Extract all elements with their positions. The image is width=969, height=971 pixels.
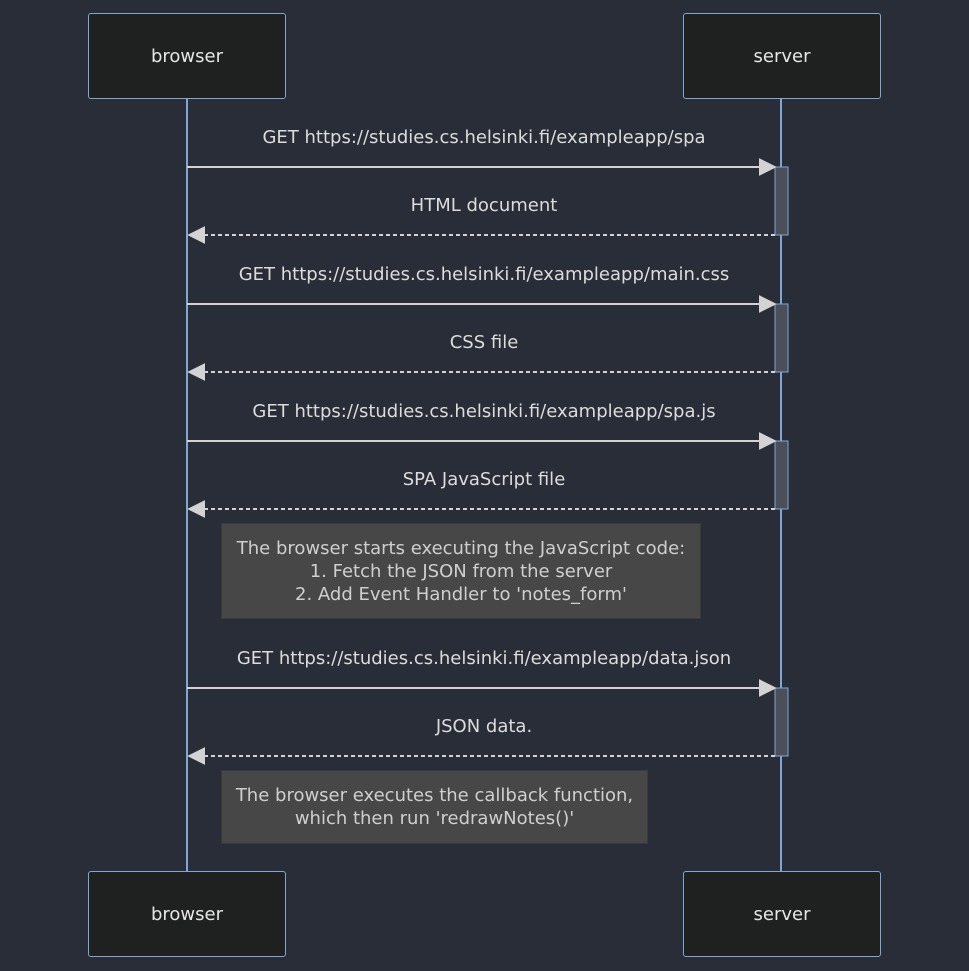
server-activation-bar bbox=[774, 166, 789, 236]
note-line: 2. Add Event Handler to 'notes_form' bbox=[295, 583, 627, 605]
server-activation-bar bbox=[774, 440, 789, 510]
note-line: which then run 'redrawNotes()' bbox=[294, 808, 575, 829]
actor-browser-label: browser bbox=[150, 45, 224, 67]
message-label-get-spa: GET https://studies.cs.helsinki.fi/examp… bbox=[262, 127, 706, 148]
message-label-get-data-json: GET https://studies.cs.helsinki.fi/examp… bbox=[236, 648, 732, 669]
actor-server-label: server bbox=[753, 903, 811, 925]
message-label-json-data: JSON data. bbox=[435, 716, 533, 737]
actor-server-label: server bbox=[753, 45, 811, 67]
server-activation-bar bbox=[774, 687, 789, 757]
actor-browser-top: browser bbox=[88, 13, 286, 99]
note-line: The browser starts executing the JavaScr… bbox=[236, 537, 686, 559]
note-js-execution: The browser starts executing the JavaScr… bbox=[221, 523, 701, 619]
actor-server-bottom: server bbox=[683, 871, 881, 957]
actor-browser-label: browser bbox=[150, 903, 224, 925]
message-label-get-main-css: GET https://studies.cs.helsinki.fi/examp… bbox=[238, 264, 730, 285]
note-callback: The browser executes the callback functi… bbox=[221, 770, 648, 844]
actor-server-top: server bbox=[683, 13, 881, 99]
actor-browser-bottom: browser bbox=[88, 871, 286, 957]
message-label-spa-js-file: SPA JavaScript file bbox=[402, 469, 566, 490]
message-label-css-file: CSS file bbox=[449, 332, 519, 353]
server-activation-bar bbox=[774, 303, 789, 373]
note-line: 1. Fetch the JSON from the server bbox=[309, 560, 613, 582]
message-label-html-document: HTML document bbox=[410, 195, 558, 216]
message-label-get-spa-js: GET https://studies.cs.helsinki.fi/examp… bbox=[252, 401, 716, 422]
note-line: The browser executes the callback functi… bbox=[235, 785, 634, 806]
